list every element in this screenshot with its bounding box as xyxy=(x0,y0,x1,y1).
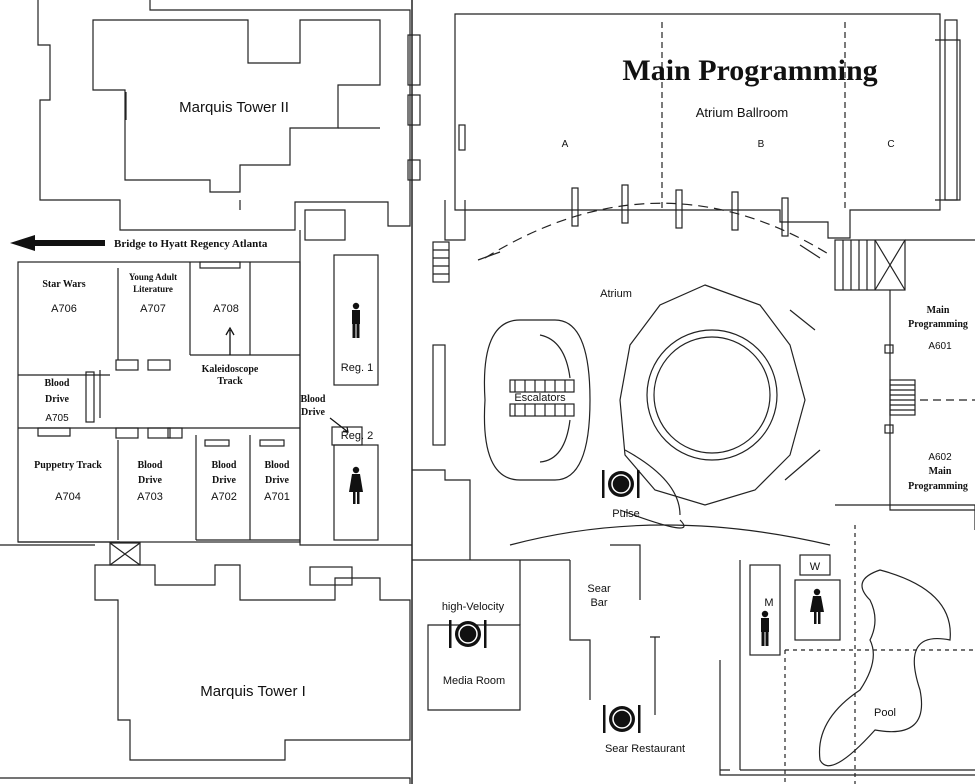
room-a602-num: A602 xyxy=(928,452,952,463)
pool-label: Pool xyxy=(874,707,896,719)
room-a703-l2: Drive xyxy=(138,475,162,486)
reg1-label: Reg. 1 xyxy=(341,362,373,374)
room-a707-name: Young Adult xyxy=(129,272,177,282)
pulse-label: Pulse xyxy=(612,508,640,520)
room-a705-num: A705 xyxy=(45,413,69,424)
restaurant-icon xyxy=(449,620,487,648)
room-a702-num: A702 xyxy=(211,491,237,503)
restroom-w-label: W xyxy=(810,561,821,573)
restroom-icon xyxy=(349,466,363,504)
kaleidoscope-label2: Track xyxy=(217,376,243,387)
tower2-label: Marquis Tower II xyxy=(179,99,289,116)
room-a705-l2: Drive xyxy=(45,394,69,405)
restaurant-icon xyxy=(603,705,641,733)
room-a703-l1: Blood xyxy=(137,460,162,471)
ballroom-section-c: C xyxy=(887,139,894,150)
room-a706-num: A706 xyxy=(51,303,77,315)
blood-drive-callout: Blood xyxy=(300,394,325,405)
ballroom-label: Atrium Ballroom xyxy=(696,105,788,120)
high-velocity-label: high-Velocity xyxy=(442,601,505,613)
arrow-left-icon xyxy=(10,235,105,251)
media-room-label: Media Room xyxy=(443,675,505,687)
tower1-label: Marquis Tower I xyxy=(200,683,306,700)
rotunda xyxy=(619,284,806,506)
room-a701-num: A701 xyxy=(264,491,290,503)
restroom-m-label: M xyxy=(764,597,773,609)
restaurant-icon xyxy=(602,470,640,498)
room-a601-l1: Main xyxy=(927,305,950,316)
tower2-inner xyxy=(92,19,381,193)
sear-restaurant-label: Sear Restaurant xyxy=(605,743,685,755)
room-a701-l2: Drive xyxy=(265,475,289,486)
page-title: Main Programming xyxy=(622,54,877,87)
escalator-oval xyxy=(483,319,591,481)
room-a706-name: Star Wars xyxy=(42,279,85,290)
kaleidoscope-label: Kaleidoscope xyxy=(202,364,259,375)
tower1-outline xyxy=(94,564,411,761)
ballroom-section-b: B xyxy=(758,139,765,150)
room-a703-num: A703 xyxy=(137,491,163,503)
pool-shape xyxy=(818,569,951,767)
ballroom-section-a: A xyxy=(562,139,569,150)
room-a704-name: Puppetry Track xyxy=(34,460,102,471)
blood-drive-callout2: Drive xyxy=(301,407,325,418)
room-a601-num: A601 xyxy=(928,341,952,352)
room-a702-l2: Drive xyxy=(212,475,236,486)
sear-bar-label: Sear xyxy=(587,583,611,595)
room-a602-l1: Main xyxy=(929,466,952,477)
arrow-label: Bridge to Hyatt Regency Atlanta xyxy=(114,238,268,250)
restroom-icon xyxy=(352,302,360,338)
reg2-label: Reg. 2 xyxy=(341,430,373,442)
restroom-icon xyxy=(810,588,824,624)
sear-bar-label2: Bar xyxy=(590,597,607,609)
escalators-label: Escalators xyxy=(514,392,566,404)
room-a704-num: A704 xyxy=(55,491,81,503)
room-a707-name2: Literature xyxy=(133,284,173,294)
room-a702-l1: Blood xyxy=(211,460,236,471)
room-a602-l2: Programming xyxy=(908,481,968,492)
restroom-icon xyxy=(761,610,769,646)
atrium-label: Atrium xyxy=(600,288,632,300)
tower2-outline xyxy=(37,0,411,231)
ballroom-outline xyxy=(454,13,941,239)
room-a708-num: A708 xyxy=(213,303,239,315)
room-a707-num: A707 xyxy=(140,303,166,315)
room-a701-l1: Blood xyxy=(264,460,289,471)
room-a601-l2: Programming xyxy=(908,319,968,330)
room-a705-l1: Blood xyxy=(44,378,69,389)
